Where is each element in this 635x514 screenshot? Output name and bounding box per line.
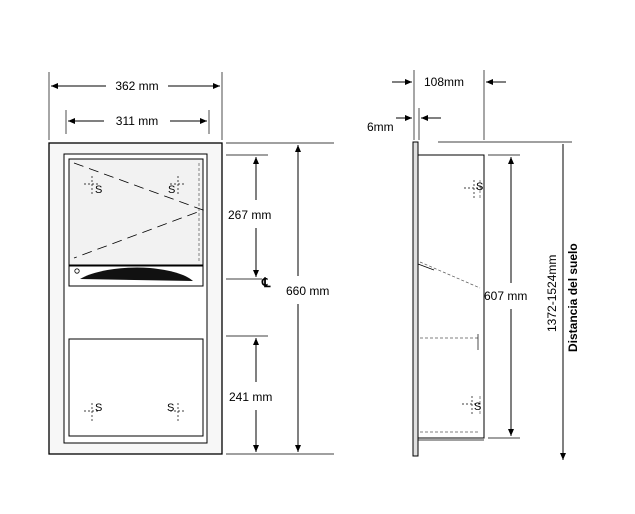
floor-distance-label: Distancia del suelo bbox=[566, 243, 580, 352]
side-flange bbox=[412, 141, 419, 457]
mounting-range-label: 1372-1524mm bbox=[545, 255, 559, 332]
screw-label: S bbox=[95, 184, 102, 196]
side-cabinet-body bbox=[418, 154, 485, 439]
waste-door bbox=[68, 338, 204, 437]
flange-dimension: 6mm bbox=[367, 108, 441, 140]
screw-label: S bbox=[476, 181, 483, 193]
depth-label: 108mm bbox=[424, 75, 464, 89]
side-screw-marker-lower: S bbox=[462, 396, 482, 414]
upper-height-dimension: 267 mm bbox=[226, 154, 271, 280]
upper-door bbox=[68, 158, 204, 266]
overall-height-label: 660 mm bbox=[286, 284, 329, 298]
screw-marker-lower-right: S bbox=[167, 402, 186, 421]
lower-height-label: 241 mm bbox=[229, 390, 272, 404]
overall-height-dimension: 660 mm bbox=[226, 142, 334, 452]
lower-height-dimension: 241 mm bbox=[226, 335, 334, 455]
towel-stack-outline bbox=[73, 162, 205, 259]
upper-height-label: 267 mm bbox=[228, 208, 271, 222]
screw-label: S bbox=[168, 184, 175, 196]
overall-width-dimension: 362 mm bbox=[48, 72, 223, 140]
side-screw-marker-upper: S bbox=[464, 180, 483, 198]
depth-dimension: 108mm bbox=[392, 70, 506, 140]
inner-width-label: 311 mm bbox=[116, 114, 158, 128]
inner-width-dimension: 311 mm bbox=[65, 110, 210, 134]
floor-distance-dimension: 1372-1524mm Distancia del suelo bbox=[438, 141, 580, 460]
dispensing-opening bbox=[80, 267, 193, 281]
screw-label: S bbox=[167, 402, 174, 414]
side-view: 108mm 6mm S S bbox=[367, 70, 580, 460]
front-view: 362 mm 311 mm S S bbox=[48, 72, 334, 455]
flange-label: 6mm bbox=[367, 120, 394, 134]
screw-marker-upper-right: S bbox=[168, 176, 186, 196]
lock-icon bbox=[74, 268, 80, 274]
screw-marker-lower-left: S bbox=[84, 402, 102, 421]
screw-label: S bbox=[474, 401, 481, 413]
screw-label: S bbox=[95, 402, 102, 414]
centerline-symbol: ℄ bbox=[261, 275, 271, 290]
cabinet-height-label: 607 mm bbox=[484, 289, 527, 303]
overall-width-label: 362 mm bbox=[115, 79, 158, 93]
screw-marker-upper-left: S bbox=[84, 176, 102, 196]
cabinet-height-dimension: 607 mm bbox=[484, 154, 527, 439]
